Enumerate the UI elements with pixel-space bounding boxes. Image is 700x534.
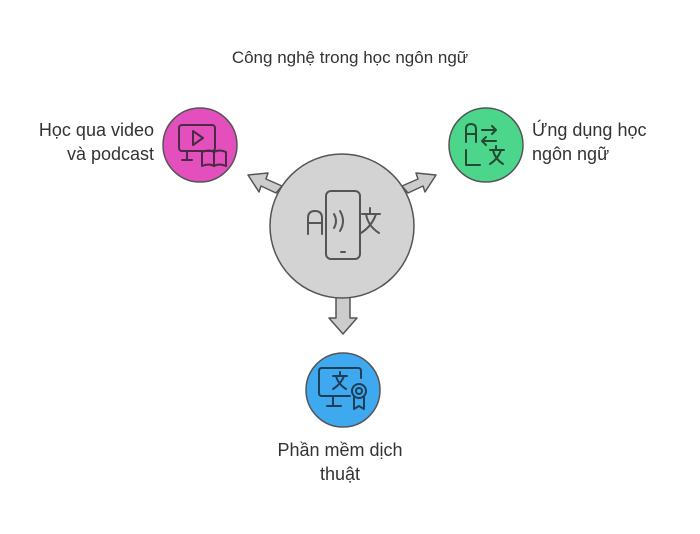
translate-arrows-icon: [465, 123, 505, 166]
label-line: và podcast: [66, 144, 154, 164]
label-line: Phần mềm dịch: [277, 440, 403, 460]
node-translation-software: [305, 352, 381, 428]
label-video-podcast: Học qua video và podcast: [10, 118, 154, 166]
arrows: [247, 172, 437, 335]
node-video-podcast: [162, 107, 238, 183]
video-book-icon: [178, 124, 227, 167]
label-translation-software: Phần mềm dịch thuật: [240, 438, 440, 486]
label-line: ngôn ngữ: [532, 144, 610, 164]
label-line: Ứng dụng học: [532, 120, 647, 140]
arrow-left: [247, 172, 283, 194]
arrow-right: [401, 172, 437, 194]
phone-translate-icon: [307, 190, 381, 260]
label-line: Học qua video: [38, 120, 154, 140]
label-language-apps: Ứng dụng học ngôn ngữ: [532, 118, 692, 166]
monitor-certificate-icon: [318, 367, 367, 410]
diagram-title: Công nghệ trong học ngôn ngữ: [231, 48, 469, 67]
arrow-down: [328, 295, 358, 335]
label-line: thuật: [319, 464, 361, 484]
